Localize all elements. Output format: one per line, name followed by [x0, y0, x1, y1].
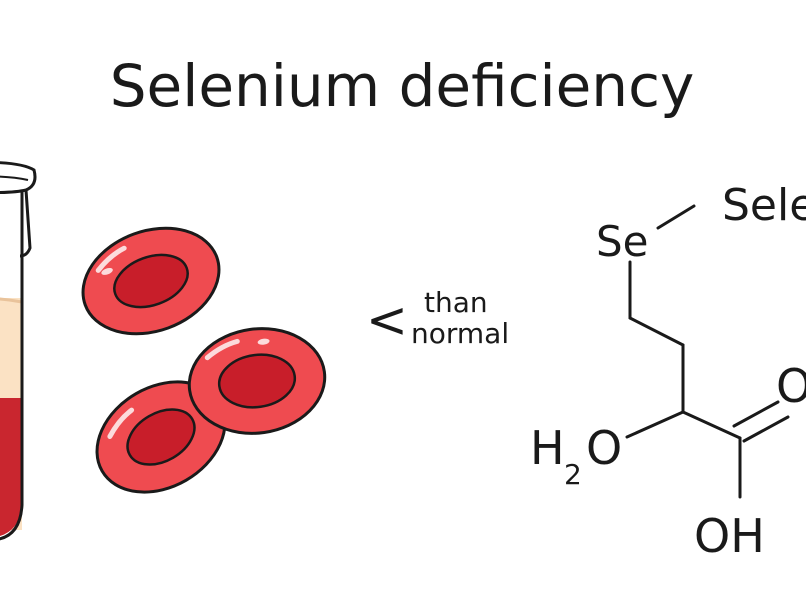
selenomethionine-structure	[625, 204, 790, 499]
comparison-than: than	[424, 286, 488, 319]
selenium-label: Selenium	[722, 180, 806, 231]
atom-oh: OH	[694, 509, 765, 563]
comparison-normal: normal	[411, 317, 509, 350]
atom-carbonyl-o: O	[776, 359, 806, 413]
atom-h2o-h: H	[530, 421, 565, 475]
red-blood-cell-icon	[187, 327, 327, 435]
less-than-symbol: <	[366, 291, 408, 349]
atom-se: Se	[596, 217, 649, 266]
atom-h2o-o: O	[586, 421, 622, 475]
atom-h2o-subscript: 2	[564, 458, 582, 491]
test-tube-icon	[0, 161, 37, 541]
red-blood-cell-icon	[95, 380, 227, 494]
page-title: Selenium deficiency	[110, 52, 695, 120]
red-blood-cell-icon	[81, 226, 221, 336]
